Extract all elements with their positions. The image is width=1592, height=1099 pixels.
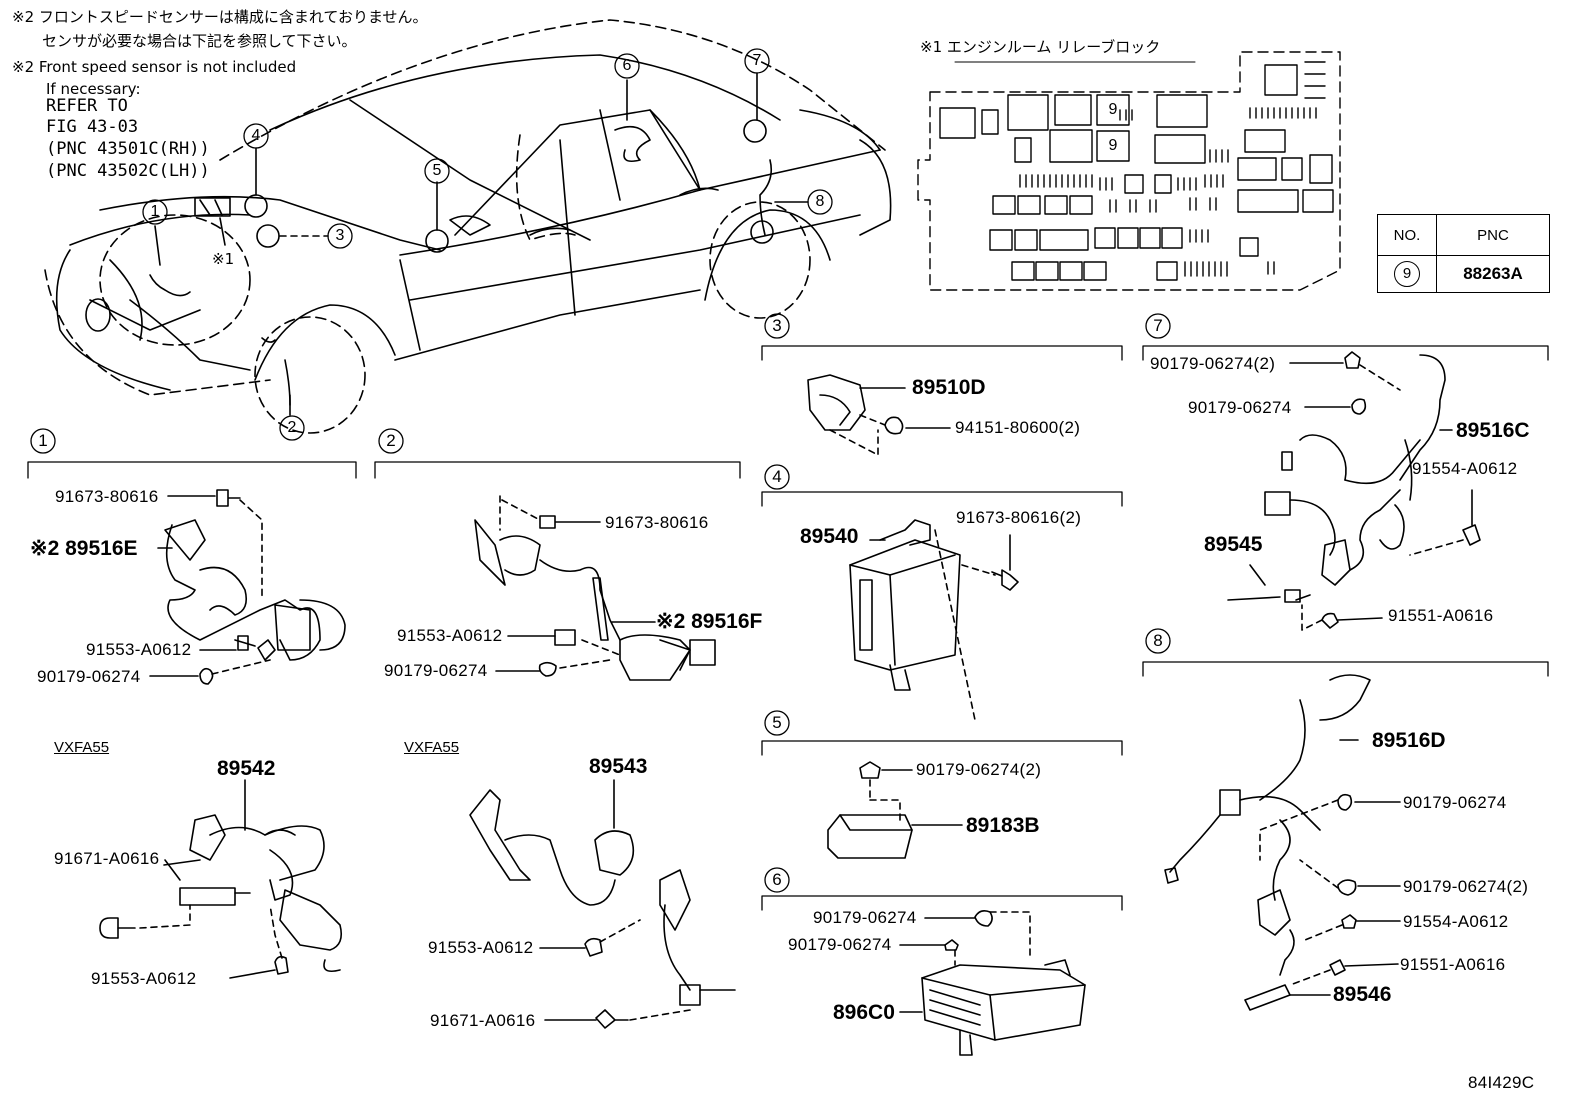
part-91551-a0616-s7: 91551-A0616 — [1388, 606, 1494, 625]
part-89516c: 89516C — [1456, 419, 1530, 442]
callout-3: 3 — [335, 227, 345, 244]
part-896c0: 896C0 — [833, 1001, 895, 1024]
note-refer: REFER TO — [46, 96, 128, 116]
part-91553-a0612-s1v: 91553-A0612 — [91, 969, 197, 988]
note-jp-line2: センサが必要な場合は下記を参照して下さい。 — [42, 32, 357, 50]
pnc-table-header-no: NO. — [1377, 214, 1437, 256]
part-91554-a0612-s8: 91554-A0612 — [1403, 912, 1509, 931]
part-89516d: 89516D — [1372, 729, 1446, 752]
callout-2: 2 — [287, 419, 297, 436]
car-relay-marker: ※1 — [212, 250, 235, 268]
part-90179-06274-s2: 90179-06274 — [384, 661, 488, 680]
figure-code: 84I429C — [1468, 1073, 1535, 1092]
note-en-line1: ※2 Front speed sensor is not included — [12, 58, 297, 76]
model-tag-middle: VXFA55 — [404, 739, 460, 756]
pnc-table: NO. PNC 9 88263A — [1377, 214, 1550, 293]
part-89542: 89542 — [217, 757, 276, 780]
part-91553-a0612-s1: 91553-A0612 — [86, 640, 192, 659]
part-90179-06274-s6a: 90179-06274 — [813, 908, 917, 927]
part-89546: 89546 — [1333, 983, 1392, 1006]
relay-block-outline — [917, 51, 1341, 291]
part-90179-06274-s1: 90179-06274 — [37, 667, 141, 686]
callout-5: 5 — [432, 162, 442, 179]
callout-7: 7 — [752, 52, 762, 69]
relay-callout-9b: 9 — [1108, 137, 1118, 154]
section-label-6: 6 — [772, 870, 782, 889]
section-1-vxfa55-drawing — [99, 779, 343, 979]
part-91551-a0616-s8: 91551-A0616 — [1400, 955, 1506, 974]
section-4-drawing — [849, 519, 1019, 721]
section-1-drawing — [149, 489, 346, 685]
section-5-drawing — [827, 761, 963, 859]
callout-1: 1 — [150, 203, 160, 220]
part-89543: 89543 — [589, 755, 648, 778]
section-8-drawing — [1164, 674, 1401, 1011]
note-jp-line1: ※2 フロントスピードセンサーは構成に含まれておりません。 — [12, 8, 428, 26]
part-90179-06274-s8a: 90179-06274 — [1403, 793, 1507, 812]
part-91673-80616-s1: 91673-80616 — [55, 487, 159, 506]
section-label-8: 8 — [1153, 631, 1163, 650]
section-label-4: 4 — [772, 467, 782, 486]
relay-block-title: ※1 エンジンルーム リレーブロック — [920, 38, 1161, 56]
part-90179-06274-s5: 90179-06274(2) — [916, 760, 1042, 779]
model-tag-left: VXFA55 — [54, 739, 110, 756]
part-91554-a0612-s7: 91554-A0612 — [1412, 459, 1518, 478]
section-label-1: 1 — [38, 431, 48, 450]
section-label-3: 3 — [772, 316, 782, 335]
pnc-table-row-pnc: 88263A — [1436, 255, 1550, 293]
section-2-drawing — [474, 495, 716, 681]
callout-8: 8 — [815, 193, 825, 210]
part-89510d: 89510D — [912, 376, 986, 399]
car-illustration — [44, 19, 892, 434]
part-91673-80616-s4: 91673-80616(2) — [956, 508, 1082, 527]
part-94151-80600: 94151-80600(2) — [955, 418, 1081, 437]
part-91673-80616-s2: 91673-80616 — [605, 513, 709, 532]
part-91553-a0612-s2: 91553-A0612 — [397, 626, 503, 645]
note-pnc-rh: (PNC 43501C(RH)) — [46, 139, 210, 159]
part-91671-a0616-s1v: 91671-A0616 — [54, 849, 160, 868]
part-90179-06274-s6b: 90179-06274 — [788, 935, 892, 954]
callout-6: 6 — [622, 57, 632, 74]
note-pnc-lh: (PNC 43502C(LH)) — [46, 161, 210, 181]
note-en-line2: If necessary: — [46, 80, 141, 98]
section-brackets — [27, 345, 1549, 911]
callout-4: 4 — [251, 127, 261, 144]
section-7-drawing — [1227, 351, 1481, 631]
section-label-5: 5 — [772, 713, 782, 732]
part-89545: 89545 — [1204, 533, 1263, 556]
section-label-7: 7 — [1153, 316, 1163, 335]
section-6-drawing — [899, 910, 1086, 1056]
pnc-table-header-pnc: PNC — [1436, 214, 1550, 256]
part-90179-06274-s8b: 90179-06274(2) — [1403, 877, 1529, 896]
part-89183b: 89183B — [966, 814, 1040, 837]
pnc-table-row-no-circle: 9 — [1394, 261, 1420, 287]
section-2-vxfa55-drawing — [469, 779, 736, 1029]
part-90179-06274-s7b: 90179-06274 — [1188, 398, 1292, 417]
callout-circles — [142, 48, 833, 441]
relay-callout-9a: 9 — [1108, 101, 1118, 118]
pnc-table-row-no: 9 — [1377, 255, 1437, 293]
section-3-drawing — [807, 374, 951, 456]
part-89516f: ※2 89516F — [656, 610, 763, 633]
part-90179-06274-s7a: 90179-06274(2) — [1150, 354, 1276, 373]
part-89516e: ※2 89516E — [30, 537, 138, 560]
part-91553-a0612-s2v: 91553-A0612 — [428, 938, 534, 957]
part-91671-a0616-s2v: 91671-A0616 — [430, 1011, 536, 1030]
section-number-circles — [30, 313, 1171, 893]
note-fig: FIG 43-03 — [46, 117, 139, 137]
part-89540: 89540 — [800, 525, 859, 548]
section-label-2: 2 — [386, 431, 396, 450]
